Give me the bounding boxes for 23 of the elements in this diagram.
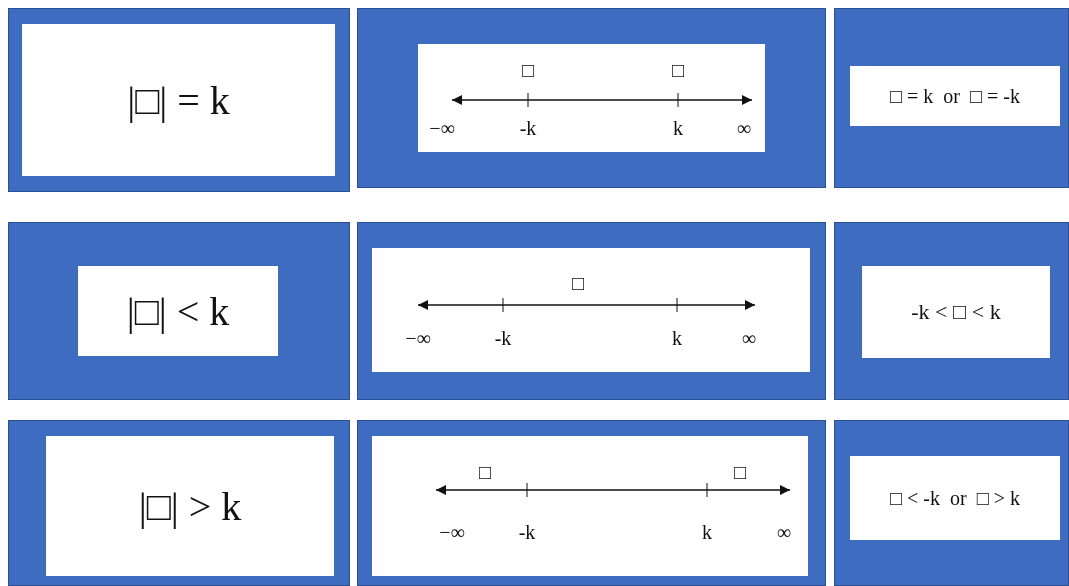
tick-label: −∞ [429, 118, 455, 138]
solution-box: □ = k or □ = -k [850, 66, 1060, 126]
tick-label: ∞ [741, 328, 757, 348]
equation-box: |□| > k [46, 436, 334, 576]
equation-box: |□| < k [78, 266, 278, 356]
tick-label: k [673, 118, 683, 138]
placeholder-symbol: □ [521, 60, 535, 80]
tick-label: ∞ [776, 522, 792, 542]
tick-label: k [672, 328, 682, 348]
placeholder-symbol: □ [671, 60, 685, 80]
placeholder-symbol: □ [571, 273, 585, 293]
tick-label: -k [519, 118, 537, 138]
tick-label: -k [518, 522, 536, 542]
tick-label: −∞ [405, 328, 431, 348]
equation-box: |□| = k [22, 24, 335, 176]
tick-label: -k [494, 328, 512, 348]
placeholder-symbol: □ [478, 462, 492, 482]
solution-box: □ < -k or □ > k [850, 456, 1060, 540]
solution-box: -k < □ < k [862, 266, 1050, 358]
placeholder-symbol: □ [733, 462, 747, 482]
tick-label: ∞ [736, 118, 752, 138]
tick-label: −∞ [439, 522, 465, 542]
tick-label: k [702, 522, 712, 542]
